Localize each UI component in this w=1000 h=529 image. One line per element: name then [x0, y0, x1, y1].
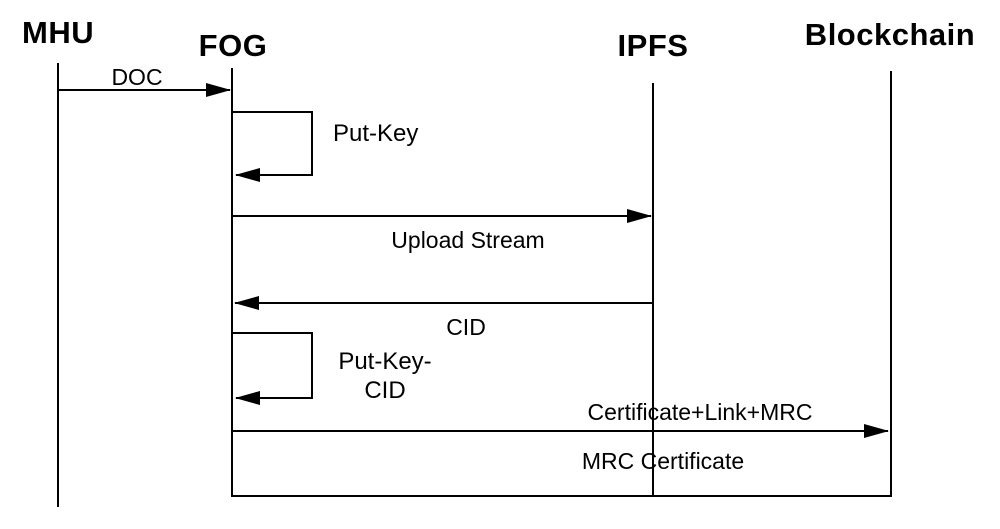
self-loop-put-key	[233, 111, 313, 182]
actor-label-mhu: MHU	[22, 15, 95, 50]
message-label-certificate-link-mrc: Certificate+Link+MRC	[587, 399, 813, 425]
message-label-put-key-cid-line1: Put-Key-	[338, 348, 432, 375]
message-label-put-key-cid: Put-Key- CID	[338, 347, 431, 405]
self-loop-put-key-cid	[233, 332, 313, 405]
message-label-doc: DOC	[111, 64, 163, 90]
message-label-put-key: Put-Key	[333, 120, 419, 147]
message-label-put-key-cid-line2: CID	[364, 377, 406, 404]
actor-label-fog: FOG	[198, 28, 268, 63]
actor-label-ipfs: IPFS	[617, 28, 689, 63]
message-label-cid: CID	[446, 314, 486, 340]
message-label-mrc-certificate: MRC Certificate	[581, 448, 745, 474]
message-label-upload-stream: Upload Stream	[391, 227, 545, 253]
actor-label-blockchain: Blockchain	[804, 17, 976, 52]
